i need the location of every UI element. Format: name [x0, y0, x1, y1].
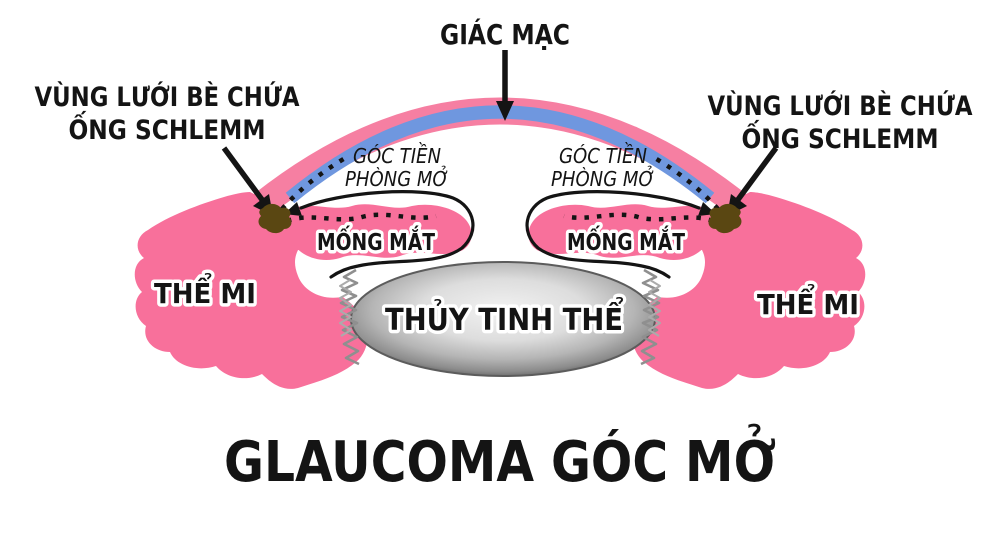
cornea-inner-band [285, 105, 715, 204]
open-angle-label-left-line2: PHÒNG MỞ [345, 166, 449, 191]
open-angle-label-right-line2: PHÒNG MỞ [551, 166, 655, 191]
open-angle-label-left-line1: GÓC TIỀN [353, 143, 441, 168]
lens-label: THỦY TINH THỂ [385, 297, 623, 338]
trabecular-label-left-line2: ỐNG SCHLEMM [69, 110, 266, 146]
iris-label-right: MỐNG MẮT [567, 225, 685, 256]
ciliary-label-left: THỂ MI [154, 271, 256, 310]
trabecular-label-left-line1: VÙNG LƯỚI BÈ CHỨA [35, 81, 300, 113]
cornea-label: GIÁC MẠC [440, 17, 570, 51]
cornea-outer-band [244, 97, 756, 223]
trabecular-label-right-line1: VÙNG LƯỚI BÈ CHỨA [708, 90, 973, 122]
trabecular-label-right-line2: ỐNG SCHLEMM [742, 119, 939, 155]
ciliary-label-right: THỂ MI [757, 282, 859, 321]
iris-label-left: MỐNG MẮT [317, 225, 435, 256]
open-angle-label-right-line1: GÓC TIỀN [559, 143, 647, 168]
diagram-title: GLAUCOMA GÓC MỞ [224, 425, 776, 495]
cornea-label-arrowhead [496, 101, 514, 121]
